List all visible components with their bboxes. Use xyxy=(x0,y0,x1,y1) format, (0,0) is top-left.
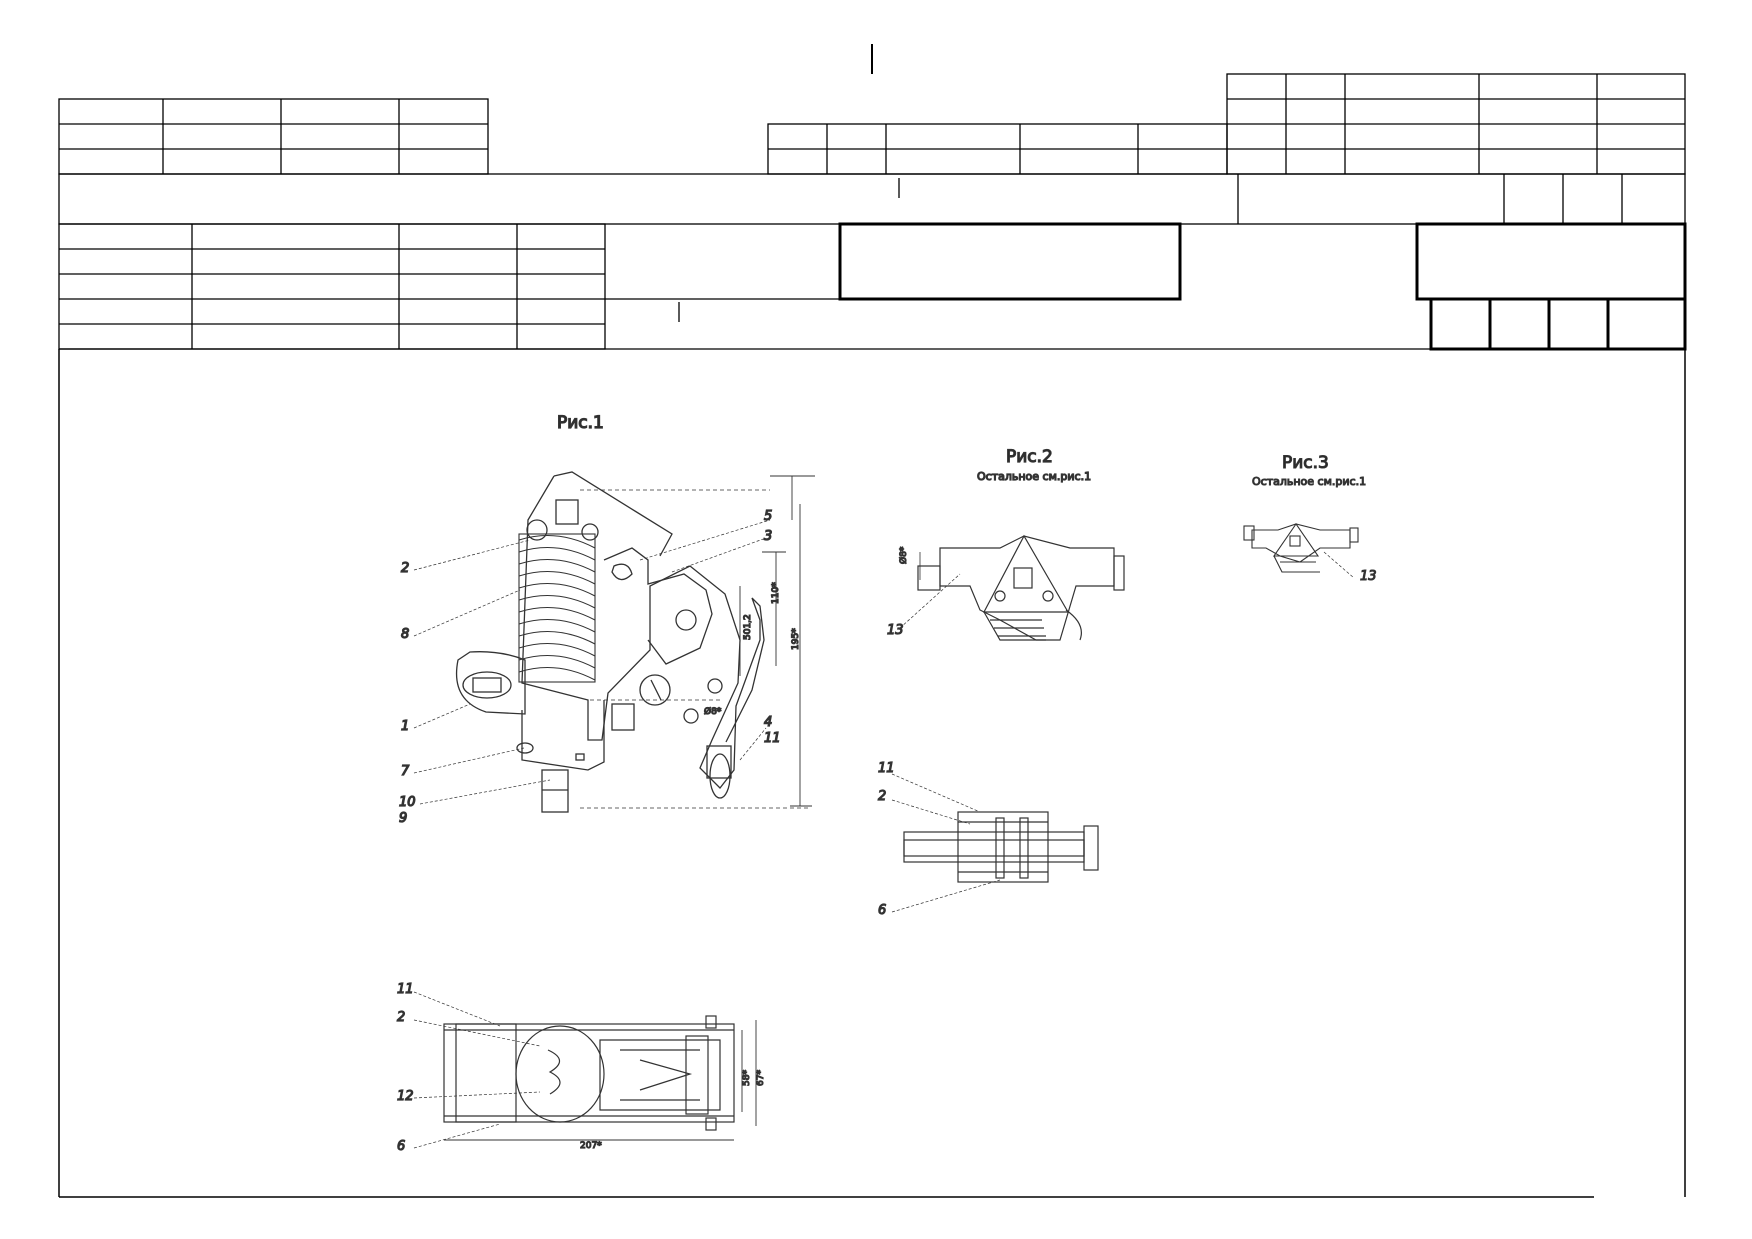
callout-11b: 11 xyxy=(397,982,414,997)
dim-110: 110* xyxy=(771,582,781,604)
callout-9: 9 xyxy=(399,811,407,826)
fig1-caption: Рис.1 xyxy=(557,413,604,433)
callout-6: 6 xyxy=(397,1139,405,1154)
callout-8: 8 xyxy=(401,627,409,642)
figure-1-front-view: Рис.1 xyxy=(398,412,815,827)
callout-1: 1 xyxy=(401,719,409,734)
dim-58: 58* xyxy=(742,1070,752,1086)
callout-5: 5 xyxy=(764,509,772,524)
fig2-note: Остальное см.рис.1 xyxy=(977,470,1091,483)
callout-13-fig2: 13 xyxy=(887,623,904,638)
figure-2: Рис.2 Остальное см.рис.1 Ø8* 13 xyxy=(886,446,1125,641)
callout-6-side: 6 xyxy=(878,903,886,918)
callout-11-side: 11 xyxy=(878,761,895,776)
dim-195: 195* xyxy=(791,628,801,650)
dim-67: 67* xyxy=(756,1070,766,1086)
callout-2-side: 2 xyxy=(878,789,886,804)
grid-lower xyxy=(58,223,1685,350)
callout-2: 2 xyxy=(401,561,409,576)
callout-13-fig3: 13 xyxy=(1360,569,1377,584)
callout-12: 12 xyxy=(397,1089,414,1104)
dim-501: 501,2 xyxy=(743,614,753,640)
compression-spring xyxy=(518,533,596,683)
figure-1-plan-view: 58* 67* 207* 11 2 12 6 xyxy=(396,981,766,1154)
callout-2b: 2 xyxy=(397,1010,405,1025)
callout-10: 10 xyxy=(399,795,416,810)
figure-3: Рис.3 Остальное см.рис.1 13 xyxy=(1243,452,1377,585)
callout-7: 7 xyxy=(401,764,410,779)
dim-d8: Ø8* xyxy=(704,706,722,717)
callout-3: 3 xyxy=(764,529,772,544)
grid-bold xyxy=(838,222,1687,351)
callout-4: 4 xyxy=(764,715,772,730)
figure-2-side-view: 11 2 6 xyxy=(877,760,1099,919)
dim-fig2-d8: Ø8* xyxy=(898,546,909,564)
fig2-caption: Рис.2 xyxy=(1006,447,1053,467)
title-block xyxy=(58,44,1687,1198)
dim-207: 207* xyxy=(580,1141,602,1151)
fig3-caption: Рис.3 xyxy=(1282,453,1329,473)
fig3-note: Остальное см.рис.1 xyxy=(1252,475,1366,488)
callout-11: 11 xyxy=(764,731,781,746)
